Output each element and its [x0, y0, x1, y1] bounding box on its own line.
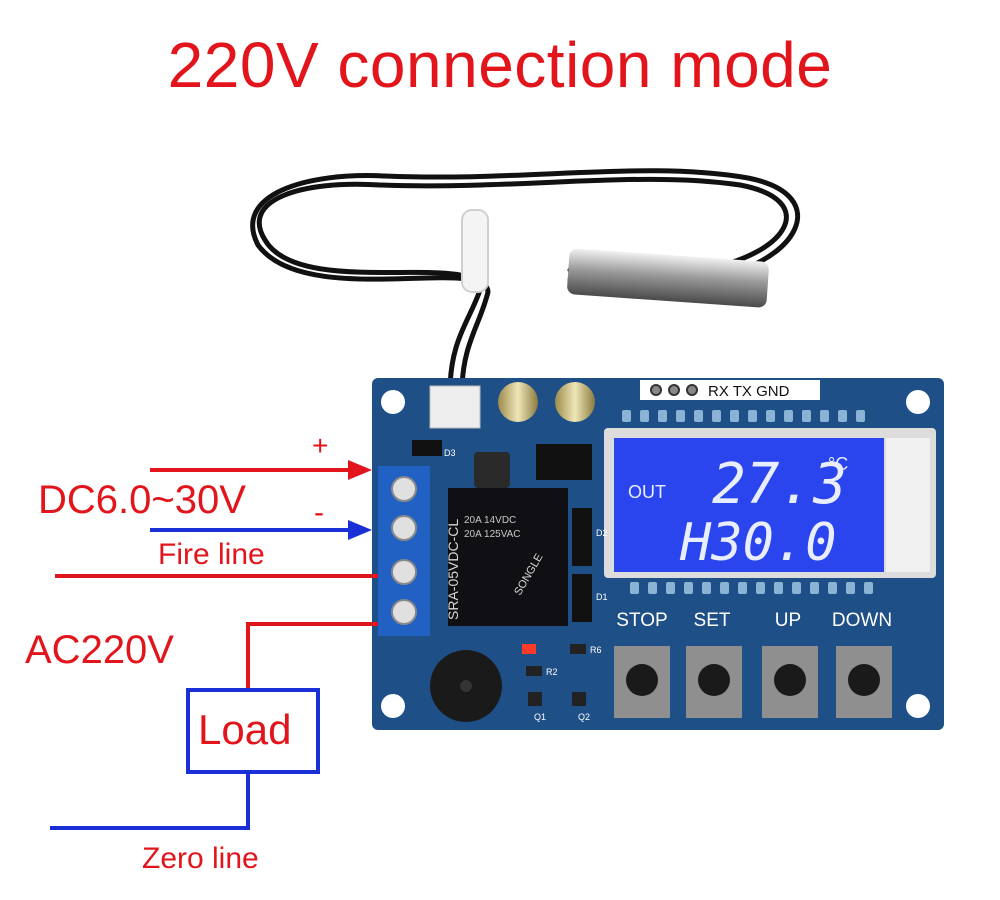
transistor-q1	[528, 692, 542, 706]
positive-terminal-label: +	[312, 430, 329, 461]
pin-row-bottom	[630, 582, 873, 594]
diagram-title: 220V connection mode	[167, 29, 833, 101]
diode-d2	[572, 508, 592, 566]
inductor	[474, 452, 510, 488]
transistor-q2	[572, 692, 586, 706]
silkscreen-q1: Q1	[534, 712, 546, 722]
led-indicator	[522, 644, 536, 654]
button-up	[762, 646, 818, 718]
probe-connector	[429, 385, 481, 429]
buzzer	[430, 650, 502, 722]
button-set	[686, 646, 742, 718]
capacitor-2	[555, 382, 595, 422]
fire-line-label: Fire line	[158, 538, 265, 571]
load-label: Load	[198, 706, 292, 753]
pin-row-top	[622, 410, 865, 422]
terminal-block	[378, 466, 430, 636]
dc-supply-label: DC6.0~30V	[38, 478, 246, 522]
lcd-out-label: OUT	[628, 482, 666, 502]
silkscreen-d2: D2	[596, 528, 608, 538]
diode-d1	[572, 574, 592, 622]
negative-terminal-label: -	[314, 496, 324, 529]
silkscreen-d3: D3	[444, 448, 456, 458]
relay: 20A 14VDC 20A 125VAC SRA-05VDC-CL SONGLE	[445, 488, 568, 626]
relay-model: SRA-05VDC-CL	[445, 519, 461, 620]
diode-d3	[412, 440, 442, 456]
lcd-temperature-unit: °C	[828, 454, 848, 474]
serial-header-label: RX TX GND	[708, 383, 790, 400]
relay-rating-1: 20A 14VDC	[464, 515, 516, 526]
load-box	[186, 688, 320, 774]
dc-positive-wire	[150, 460, 372, 480]
silkscreen-r6: R6	[590, 645, 602, 655]
relay-rating-2: 20A 125VAC	[464, 529, 521, 540]
ac-supply-label: AC220V	[25, 628, 174, 672]
button-stop	[614, 646, 670, 718]
silkscreen-d1: D1	[596, 592, 608, 602]
temperature-probe	[567, 248, 769, 308]
load-feed-wire	[246, 622, 378, 690]
button-down	[836, 646, 892, 718]
button-label-stop: STOP	[616, 610, 667, 631]
resistor-r2	[526, 666, 542, 676]
ic-chip	[536, 444, 592, 480]
serial-header: RX TX GND	[640, 380, 820, 400]
capacitor-1	[498, 382, 538, 422]
lcd-temperature: 27.3	[712, 452, 847, 517]
silkscreen-q2: Q2	[578, 712, 590, 722]
zero-line-label: Zero line	[142, 842, 259, 875]
button-label-down: DOWN	[832, 610, 892, 631]
resistor-r6	[570, 644, 586, 654]
dc-negative-wire	[150, 520, 372, 540]
lcd-threshold: H30.0	[679, 513, 837, 573]
button-label-set: SET	[694, 610, 731, 631]
cable-tie	[461, 209, 489, 293]
lcd-display: OUT 27.3 °C H30.0	[604, 428, 936, 578]
button-label-up: UP	[775, 610, 801, 631]
silkscreen-r2: R2	[546, 667, 558, 677]
zero-line-wire	[50, 772, 250, 830]
